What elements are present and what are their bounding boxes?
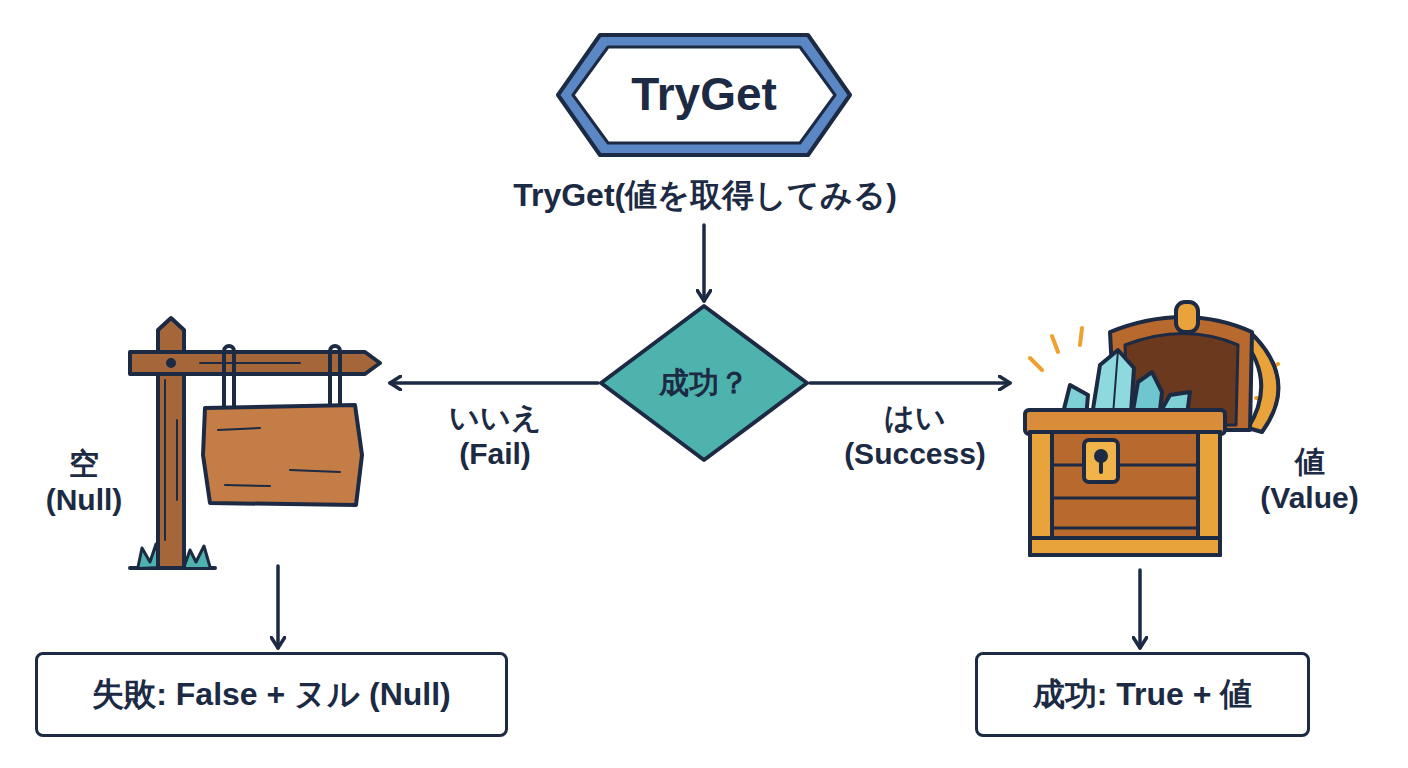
node-label: 失敗: False + ヌル (Null): [38, 655, 505, 734]
signpost: [200, 362, 300, 364]
signpost: [165, 380, 177, 540]
node-label: 値 (Value): [1252, 438, 1367, 522]
flow-arrow: [702, 225, 706, 301]
treasure-chest: [1099, 458, 1103, 472]
signpost: [224, 346, 234, 414]
node-label: 空 (Null): [33, 440, 135, 524]
signpost: [203, 405, 362, 505]
treasure-chest: [1030, 538, 1220, 555]
start-hexagon: TryGetTryGet(値を取得してみる): [470, 32, 940, 217]
decision-diamond: 成功？: [598, 303, 810, 463]
node-subtitle: TryGet(値を取得してみる): [470, 174, 940, 216]
signpost: [330, 346, 340, 412]
treasure-chest: [1025, 302, 1278, 555]
flow-arrow: [810, 381, 1010, 385]
edge-label: はい (Success): [832, 398, 998, 474]
node-label: 成功？: [598, 303, 810, 463]
signpost: [184, 546, 210, 567]
signpost: [168, 360, 174, 366]
value-chest: 値 (Value): [1020, 300, 1380, 560]
flow-arrow: [1138, 570, 1142, 648]
treasure-chest: [1030, 432, 1220, 555]
signpost: [130, 318, 380, 568]
node-label: 成功: True + 値: [978, 655, 1307, 734]
null-signpost: 空 (Null): [25, 318, 380, 570]
result-box: 成功: True + 値: [975, 652, 1310, 737]
result-box: 失敗: False + ヌル (Null): [35, 652, 508, 737]
flow-arrow: [276, 566, 280, 648]
node-label: TryGet: [555, 32, 853, 158]
treasure-chest: [1176, 302, 1198, 332]
signpost: [130, 352, 380, 374]
treasure-chest: [1084, 440, 1118, 482]
flow-arrow: [390, 381, 598, 385]
edge-label: いいえ (Fail): [432, 398, 558, 474]
treasure-chest: [1030, 465, 1220, 528]
signpost: [218, 428, 340, 486]
